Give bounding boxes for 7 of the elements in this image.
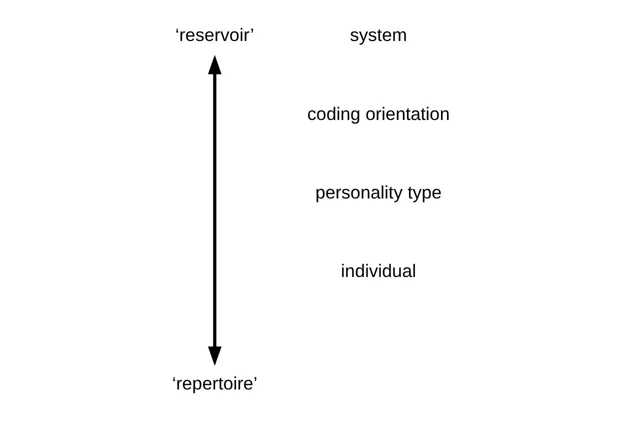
label: system: [350, 25, 408, 46]
label: coding orientation: [307, 104, 450, 124]
arrow: [208, 54, 222, 366]
node-text: ‘repertoire’: [172, 373, 258, 394]
node-text: ‘reservoir’: [175, 25, 254, 46]
label: individual: [340, 261, 416, 282]
label: personality type: [315, 182, 442, 203]
